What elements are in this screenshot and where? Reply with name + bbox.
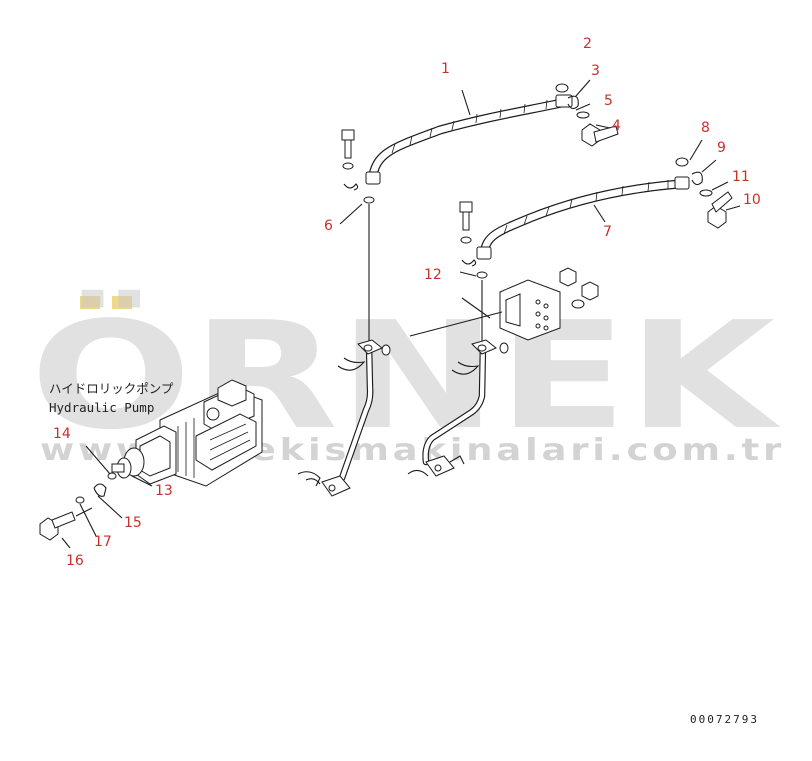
callout-13: 13	[155, 483, 173, 499]
hydraulic-pump	[39, 379, 263, 541]
callout-15: 15	[124, 515, 142, 531]
pipe-right	[407, 280, 509, 477]
hose-1-hardware	[341, 79, 619, 204]
callouts: 1 2 3 4 5 6 7 8 9 10 11 12 13 14 15 16 1…	[53, 36, 761, 569]
leader-lines	[61, 203, 477, 549]
callout-8: 8	[701, 120, 710, 136]
pipe-bracket	[409, 267, 599, 341]
callout-16: 16	[66, 553, 84, 569]
watermark-umlaut-dot-right	[112, 296, 132, 309]
callout-3: 3	[591, 63, 600, 79]
callout-2: 2	[583, 36, 592, 52]
callout-10: 10	[743, 192, 761, 208]
hose-7	[476, 176, 690, 260]
callout-7: 7	[603, 224, 612, 240]
callout-17: 17	[94, 534, 112, 550]
callout-5: 5	[604, 93, 613, 109]
pump-caption-japanese: ハイドロリックポンプ	[49, 381, 174, 396]
callout-12: 12	[424, 267, 442, 283]
callout-4: 4	[612, 118, 621, 134]
hose-7-hardware	[459, 139, 741, 279]
callout-1: 1	[441, 61, 450, 77]
callout-9: 9	[717, 140, 726, 156]
serial-number: 00072793	[690, 713, 759, 726]
callout-14: 14	[53, 426, 71, 442]
pipe-left	[297, 204, 391, 497]
callout-6: 6	[324, 218, 333, 234]
watermark-umlaut-dot-left	[80, 296, 100, 309]
callout-11: 11	[732, 169, 750, 185]
hose-1	[365, 89, 573, 185]
pump-caption: ハイドロリックポンプ Hydraulic Pump	[49, 381, 174, 415]
pump-caption-english: Hydraulic Pump	[49, 400, 154, 415]
